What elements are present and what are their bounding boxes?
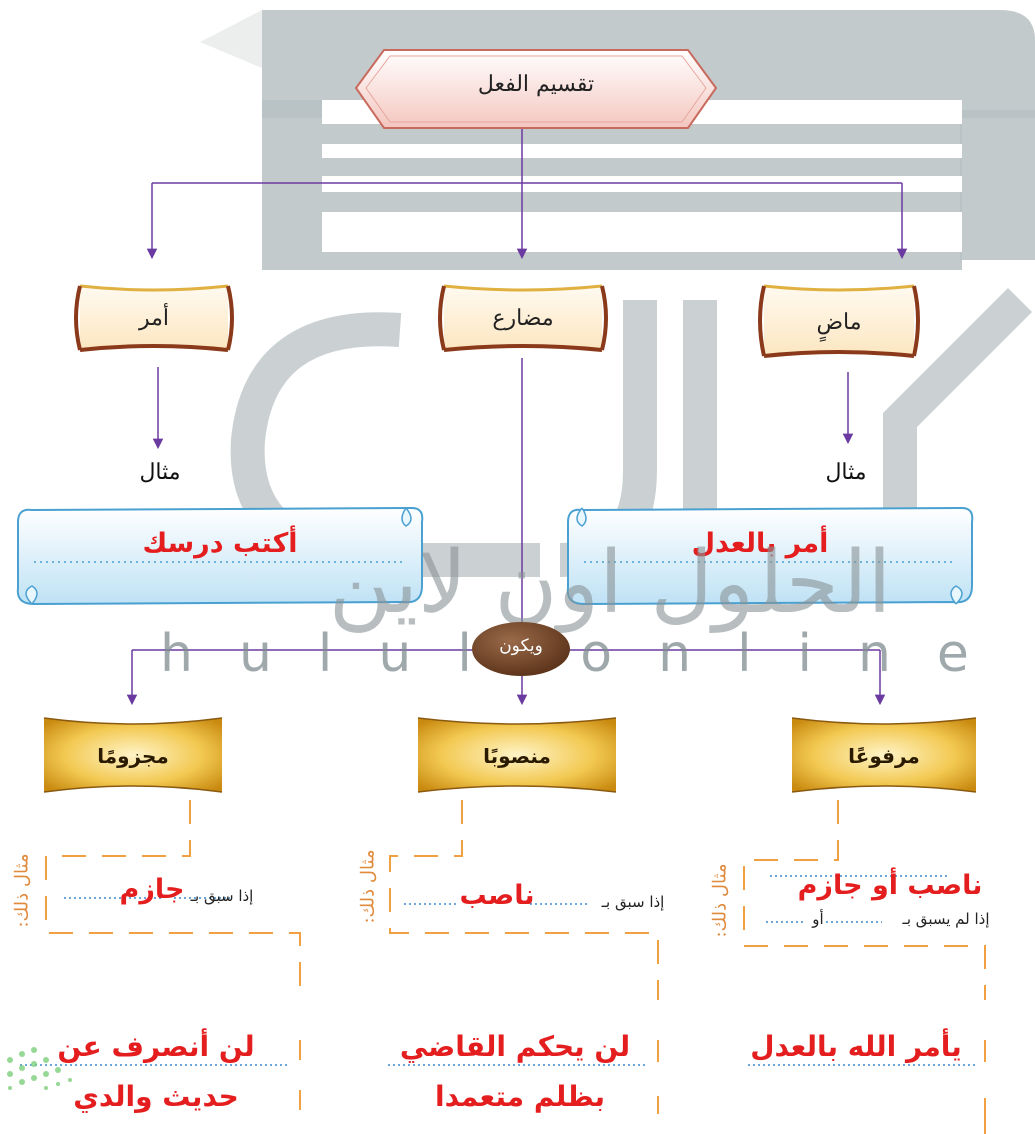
decorative-dots [7, 1047, 72, 1090]
imperative-example: أكتب درسك [142, 528, 298, 559]
imperative-example-label: مثال [139, 460, 181, 485]
present-box [438, 284, 608, 352]
watermark-pencil-tip [200, 10, 262, 68]
majzum-side-label: مثال ذلك: [11, 853, 33, 928]
mansub-box [417, 717, 617, 793]
mansub-side-label: مثال ذلك: [357, 849, 379, 924]
imperative-box [74, 284, 234, 352]
majzum-box [43, 717, 223, 793]
connector-oval [472, 622, 570, 676]
marfu-box [791, 717, 977, 793]
mansub-rule-answer: ناصب [459, 880, 535, 911]
majzum-example-line1: لن أنصرف عن [57, 1030, 255, 1063]
marfu-rule-answer: ناصب أو جازم [797, 870, 983, 901]
majzum-label: مجزومًا [97, 744, 169, 768]
past-example-label: مثال [825, 460, 867, 485]
imperative-label: أمر [138, 306, 170, 331]
mansub-example-line1: لن يحكم القاضي [399, 1030, 631, 1063]
imperative-example-scroll [16, 506, 424, 606]
past-example: أمر بالعدل [691, 528, 829, 559]
watermark-arabic: الحلول اون لاين [328, 533, 892, 633]
marfu-label: مرفوعًا [848, 744, 920, 768]
diagram-title: تقسيم الفعل [477, 72, 595, 97]
present-label: مضارع [492, 306, 554, 331]
mansub-rule-text: إذا سبق بـ [601, 893, 665, 911]
marfu-rule-or: أو [812, 910, 824, 928]
past-label: ماضٍ [816, 310, 862, 335]
majzum-rule-text: إذا سبق بـ [190, 887, 254, 905]
majzum-rule-answer: جازم [119, 874, 185, 905]
mansub-label: منصوبًا [483, 744, 551, 768]
majzum-example-line2: حديث والدي [73, 1080, 239, 1113]
mansub-example-line2: بظلم متعمدا [434, 1080, 606, 1113]
connector-label: ويكون [499, 636, 543, 656]
past-example-scroll [566, 506, 974, 606]
marfu-side-label: مثال ذلك: [709, 863, 731, 938]
past-box [758, 284, 920, 358]
title-box [354, 49, 718, 129]
marfu-example: يأمر الله بالعدل [750, 1030, 962, 1063]
marfu-rule-text: إذا لم يسبق بـ [902, 910, 990, 928]
